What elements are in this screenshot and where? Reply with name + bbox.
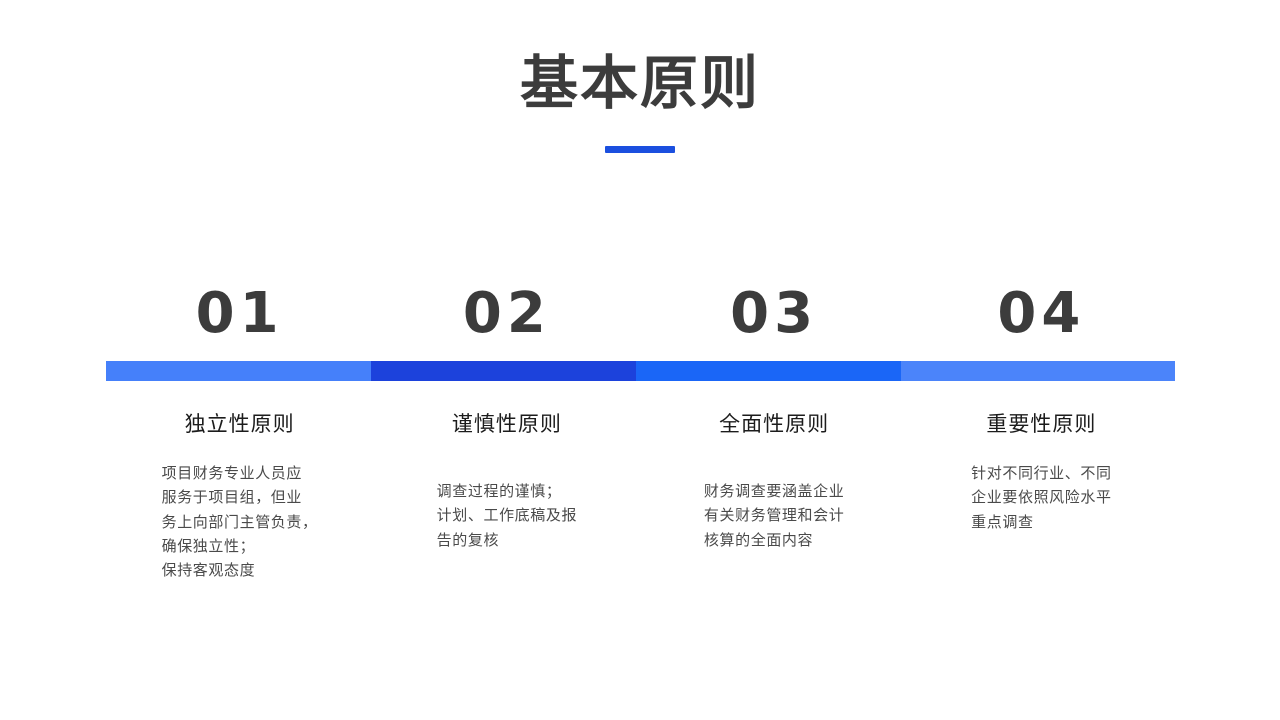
step-number-cell-04: 04 — [908, 272, 1175, 342]
column-body-02: 调查过程的谨慎； 计划、工作底稿及报 告的复核 — [436, 482, 578, 549]
step-number-03: 03 — [730, 281, 819, 346]
bar-segment-03 — [636, 361, 901, 381]
step-number-cell-03: 03 — [641, 272, 908, 342]
step-numbers-row: 01 02 03 04 — [106, 272, 1175, 342]
step-number-01: 01 — [195, 281, 284, 346]
column-heading-04: 重要性原则 — [986, 412, 1097, 436]
title-accent-underline — [605, 145, 675, 153]
column-heading-01: 独立性原则 — [184, 412, 295, 436]
content-column-02: 谨慎性原则 调查过程的谨慎； 计划、工作底稿及报 告的复核 — [373, 412, 640, 583]
step-number-04: 04 — [997, 281, 1086, 346]
content-column-03: 全面性原则 财务调查要涵盖企业 有关财务管理和会计 核算的全面内容 — [641, 412, 908, 583]
content-column-04: 重要性原则 针对不同行业、不同 企业要依照风险水平 重点调查 — [908, 412, 1175, 583]
bar-segment-04 — [901, 361, 1175, 381]
bar-segment-02 — [371, 361, 636, 381]
step-number-02: 02 — [462, 281, 551, 346]
bar-segment-01 — [106, 361, 371, 381]
column-body-04: 针对不同行业、不同 企业要依照风险水平 重点调查 — [971, 464, 1112, 531]
step-number-cell-02: 02 — [373, 272, 640, 342]
column-body-01: 项目财务专业人员应 服务于项目组，但业 务上向部门主管负责， 确保独立性； 保持… — [161, 464, 318, 580]
title-block: 基本原则 — [0, 49, 1280, 153]
column-body-03: 财务调查要涵盖企业 有关财务管理和会计 核算的全面内容 — [703, 482, 845, 549]
content-column-01: 独立性原则 项目财务专业人员应 服务于项目组，但业 务上向部门主管负责， 确保独… — [106, 412, 373, 583]
column-heading-02: 谨慎性原则 — [451, 412, 562, 436]
content-columns: 独立性原则 项目财务专业人员应 服务于项目组，但业 务上向部门主管负责， 确保独… — [106, 412, 1175, 583]
segmented-progress-bar — [106, 361, 1175, 381]
step-number-cell-01: 01 — [106, 272, 373, 342]
page-title: 基本原则 — [519, 49, 760, 117]
column-heading-03: 全面性原则 — [719, 412, 830, 436]
